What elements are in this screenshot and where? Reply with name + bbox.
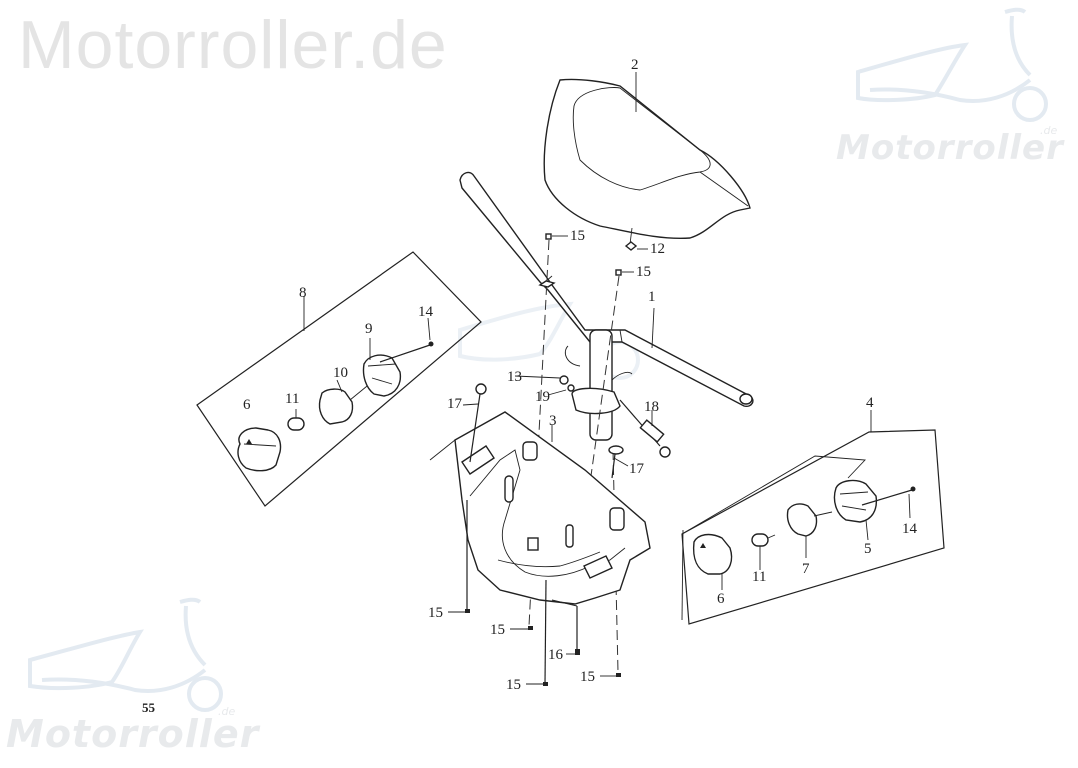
callout-19: 19 xyxy=(535,389,550,405)
switch-cap-right xyxy=(692,533,733,590)
screw-16 xyxy=(551,599,580,655)
switch-assembly-left-frame xyxy=(196,251,482,507)
callout-2: 2 xyxy=(631,57,639,73)
bulb-left xyxy=(287,409,305,431)
watermark-logo-top-right: Motorroller xyxy=(836,128,1064,168)
callout-14-right: 14 xyxy=(902,521,917,537)
callout-3: 3 xyxy=(549,413,557,429)
bolt-18 xyxy=(619,399,671,458)
watermark-logo-suffix-bottom-left: .de xyxy=(218,705,236,718)
screw-15-bottom-mid xyxy=(510,626,533,630)
callout-6-left: 6 xyxy=(243,397,251,413)
callout-16: 16 xyxy=(548,647,563,663)
callout-11-right: 11 xyxy=(752,569,767,585)
callout-5: 5 xyxy=(864,541,872,557)
watermark-title: Motorroller.de xyxy=(18,7,448,83)
screw-15-bottom-right xyxy=(600,673,621,677)
callout-17-left: 17 xyxy=(447,396,462,412)
switch-cap-left xyxy=(237,427,282,472)
callout-4: 4 xyxy=(866,395,874,411)
callout-11-left: 11 xyxy=(285,391,300,407)
handlebar-cover-upper xyxy=(543,72,751,251)
switch-plate-left xyxy=(318,379,373,425)
callout-8: 8 xyxy=(299,285,307,301)
callout-14-left: 14 xyxy=(418,304,433,320)
switch-assembly-right-frame xyxy=(681,410,945,625)
callout-15-a: 15 xyxy=(570,228,585,244)
switch-plate-right xyxy=(786,503,833,558)
switch-housing-left xyxy=(362,317,434,397)
screw-15-bottom-low xyxy=(526,579,548,686)
callout-7: 7 xyxy=(802,561,810,577)
screw-17-right xyxy=(608,445,629,479)
callout-10: 10 xyxy=(333,365,348,381)
scooter-logo-watermark-top-right xyxy=(856,7,1048,122)
callout-15-f: 15 xyxy=(580,669,595,685)
callout-12: 12 xyxy=(650,241,665,257)
callout-13: 13 xyxy=(507,369,522,385)
callout-17-right: 17 xyxy=(629,461,644,477)
watermark-logo-suffix-top-right: .de xyxy=(1040,124,1058,137)
page-number: 55 xyxy=(142,700,155,715)
callout-6-right: 6 xyxy=(717,591,725,607)
callout-9: 9 xyxy=(365,321,373,337)
screw-17-left xyxy=(462,383,487,463)
handlebar-cover-lower xyxy=(429,411,651,605)
screw-15-bottom-left xyxy=(448,500,470,613)
callout-15-b: 15 xyxy=(636,264,651,280)
screw-15-top-b xyxy=(615,269,634,276)
watermark-logo-bottom-left: Motorroller xyxy=(6,712,260,756)
callout-15-e: 15 xyxy=(506,677,521,693)
screw-15-top-a xyxy=(538,233,568,288)
callout-18: 18 xyxy=(644,399,659,415)
callout-15-c: 15 xyxy=(428,605,443,621)
bulb-right xyxy=(751,533,776,570)
callout-1: 1 xyxy=(648,289,656,305)
handlebar-stem-clamp xyxy=(514,329,633,441)
callout-15-d: 15 xyxy=(490,622,505,638)
scooter-logo-watermark-bottom-left xyxy=(28,597,223,712)
switch-housing-right xyxy=(833,479,916,541)
